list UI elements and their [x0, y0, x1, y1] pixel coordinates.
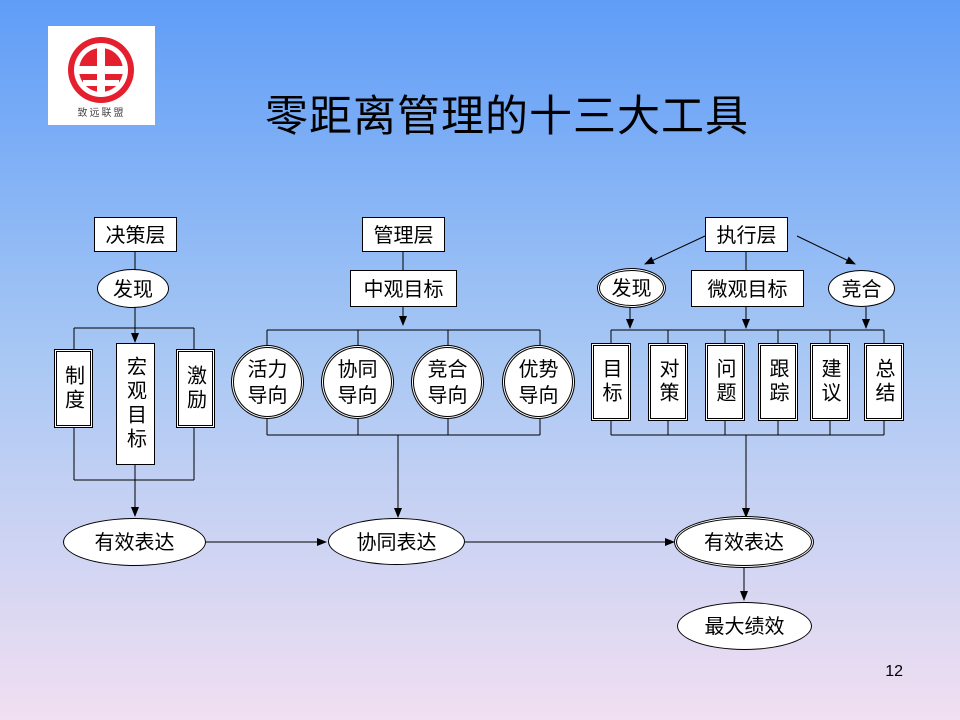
right-item-box: 对策	[648, 343, 688, 421]
right-item-box: 跟踪	[758, 343, 798, 421]
left-discover-oval: 发现	[97, 269, 169, 308]
right-item-box: 建议	[810, 343, 850, 421]
right-discover-oval: 发现	[597, 268, 666, 308]
right-item-box: 问题	[705, 343, 745, 421]
middle-orientation-circle: 竞合 导向	[411, 345, 484, 419]
page-title: 零距离管理的十三大工具	[265, 92, 749, 142]
middle-orientation-circle: 协同 导向	[321, 345, 394, 419]
right-item-box: 目标	[591, 343, 631, 421]
decision-layer-box: 决策层	[94, 217, 177, 252]
logo-emblem-icon	[68, 37, 134, 103]
meso-goal-box: 中观目标	[350, 270, 457, 307]
left-item-box: 制度	[54, 349, 93, 428]
page-number: 12	[885, 663, 903, 680]
middle-orientation-circle: 活力 导向	[231, 345, 304, 419]
compete-cooperate-oval: 竞合	[828, 270, 895, 307]
left-expression-oval: 有效表达	[63, 518, 206, 566]
management-layer-box: 管理层	[362, 217, 445, 252]
logo-text: 致远联盟	[77, 108, 126, 119]
right-expression-oval: 有效表达	[674, 516, 814, 568]
execution-layer-box: 执行层	[705, 217, 788, 252]
max-performance-oval: 最大绩效	[677, 602, 812, 650]
right-item-box: 总结	[864, 343, 904, 421]
middle-orientation-circle: 优势 导向	[502, 345, 575, 419]
logo: 致远联盟	[48, 26, 155, 125]
micro-goal-box: 微观目标	[691, 270, 804, 307]
coordination-expression-oval: 协同表达	[328, 518, 465, 565]
left-item-box: 宏观目标	[116, 343, 155, 465]
left-item-box: 激励	[176, 349, 215, 428]
